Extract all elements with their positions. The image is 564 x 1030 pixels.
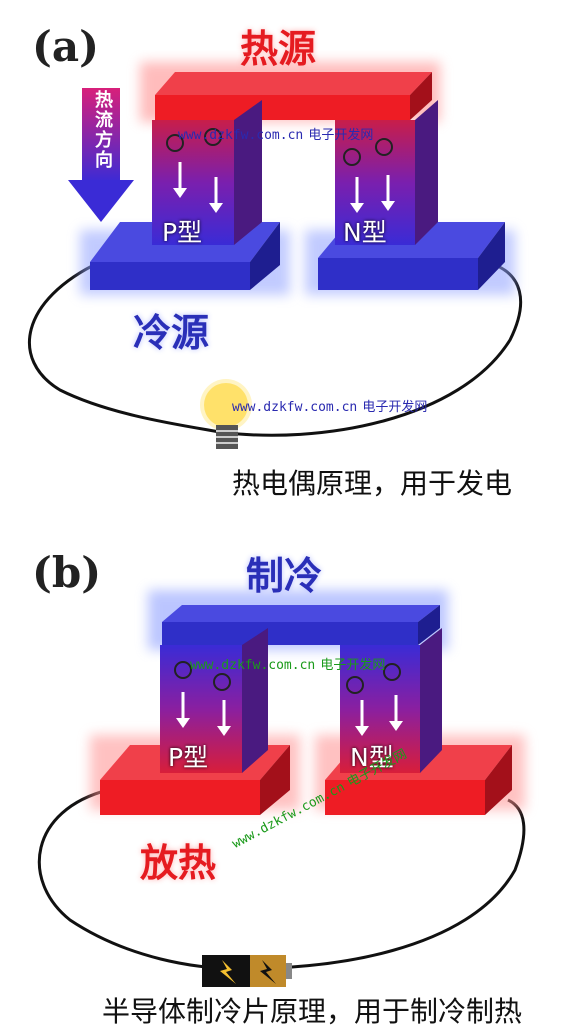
cooling-bar-b <box>162 605 440 645</box>
heat-flow-label: 热流方向 <box>92 90 113 170</box>
p-leg-b <box>160 628 268 773</box>
heat-flow-arrow <box>68 88 134 222</box>
watermark-a2: www.dzkfw.com.cn 电子开发网 <box>232 400 428 415</box>
p-type-label-b: P型 <box>168 743 209 772</box>
watermark-b1: www.dzkfw.com.cn 电子开发网 <box>190 658 386 673</box>
caption-a: 热电偶原理，用于发电 <box>232 467 513 500</box>
cold-source-label: 冷源 <box>133 311 210 355</box>
heat-release-label: 放热 <box>140 841 217 885</box>
n-type-label-a: N型 <box>343 218 387 247</box>
n-type-label-b: N型 <box>350 743 394 772</box>
p-type-label-a: P型 <box>162 218 203 247</box>
p-leg-a <box>152 100 262 245</box>
caption-b: 半导体制冷片原理，用于制冷制热 <box>102 995 523 1028</box>
battery-icon <box>202 955 292 987</box>
hot-source-label: 热源 <box>240 27 317 71</box>
watermark-a1: www.dzkfw.com.cn 电子开发网 <box>178 128 374 143</box>
panel-label-b: (b) <box>32 548 102 597</box>
light-bulb-icon <box>200 379 252 449</box>
n-leg-a <box>335 100 438 245</box>
cooling-label: 制冷 <box>246 554 323 598</box>
hot-source-bar-a <box>155 72 432 120</box>
n-leg-b <box>340 628 442 773</box>
panel-label-a: (a) <box>32 22 99 71</box>
